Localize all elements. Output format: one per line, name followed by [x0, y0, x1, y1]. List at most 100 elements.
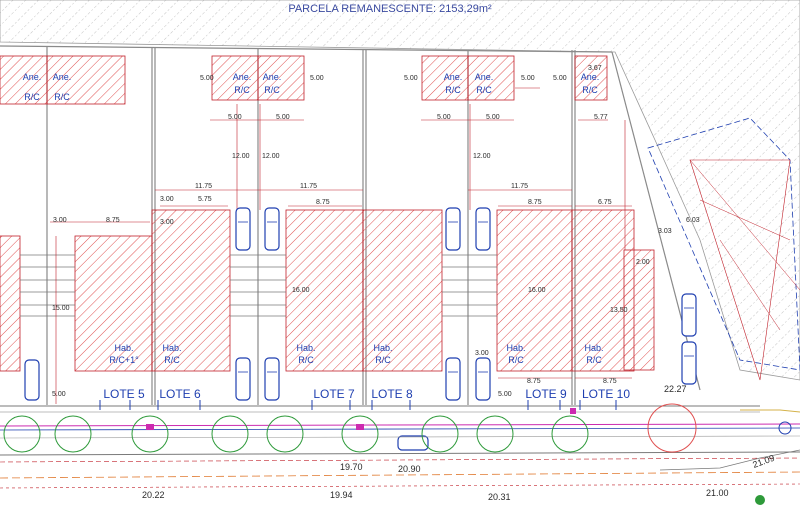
car-icon [264, 207, 280, 251]
dimension-lines [50, 87, 632, 404]
svg-text:15.00: 15.00 [52, 305, 70, 312]
svg-text:2.00: 2.00 [636, 259, 650, 266]
car-icon [681, 341, 697, 385]
svg-text:Hab.: Hab. [584, 343, 603, 353]
svg-text:R/C+1°: R/C+1° [109, 355, 139, 365]
car-icon [681, 293, 697, 337]
tree-icon [54, 415, 92, 453]
svg-text:R/C: R/C [582, 85, 598, 95]
car-icon [475, 207, 491, 251]
svg-text:5.77: 5.77 [594, 114, 608, 121]
car-icon [24, 359, 40, 401]
svg-text:8.75: 8.75 [528, 199, 542, 206]
car-icon [235, 357, 251, 401]
svg-text:20.22: 20.22 [142, 490, 165, 500]
svg-text:19.70: 19.70 [340, 462, 363, 472]
car-icon [264, 357, 280, 401]
svg-text:R/C: R/C [264, 85, 280, 95]
svg-text:5.00: 5.00 [553, 75, 567, 82]
svg-text:5.00: 5.00 [52, 391, 66, 398]
svg-text:R/C: R/C [164, 355, 180, 365]
svg-text:11.75: 11.75 [195, 183, 212, 190]
utility-boxes [146, 408, 576, 430]
svg-text:21.09: 21.09 [751, 453, 776, 470]
svg-text:3.00: 3.00 [53, 217, 67, 224]
tree-icon [3, 415, 41, 453]
parcel-title: PARCELA REMANESCENTE: 2153,29m² [288, 3, 492, 15]
svg-text:Hab.: Hab. [506, 343, 525, 353]
lot-label: LOTE 5 [103, 387, 145, 401]
tree-icon [476, 415, 514, 453]
svg-text:16.00: 16.00 [528, 287, 546, 294]
car-icon [445, 207, 461, 251]
house-labels: Hab. R/C+1° Hab. R/C Hab. R/C Hab. R/C H… [109, 343, 603, 365]
svg-text:12.00: 12.00 [262, 153, 280, 160]
svg-text:Ane.: Ane. [475, 72, 494, 82]
svg-text:8.75: 8.75 [603, 378, 617, 385]
svg-text:Ane.: Ane. [581, 72, 600, 82]
street-trees [3, 415, 589, 453]
lot-labels: LOTE 5 LOTE 6 LOTE 7 LOTE 8 LOTE 9 LOTE … [103, 387, 630, 401]
svg-text:Hab.: Hab. [162, 343, 181, 353]
svg-text:R/C: R/C [54, 92, 70, 102]
svg-text:12.00: 12.00 [473, 153, 491, 160]
svg-text:11.75: 11.75 [511, 183, 528, 190]
lot-label: LOTE 8 [371, 387, 413, 401]
svg-text:Hab.: Hab. [114, 343, 133, 353]
car-icon [475, 357, 491, 401]
svg-text:R/C: R/C [476, 85, 492, 95]
svg-text:Ane.: Ane. [53, 72, 72, 82]
svg-text:6.75: 6.75 [598, 199, 612, 206]
svg-text:22.27: 22.27 [664, 384, 687, 394]
svg-text:Hab.: Hab. [296, 343, 315, 353]
tree-icon [341, 415, 379, 453]
svg-text:3.00: 3.00 [160, 196, 174, 203]
svg-text:21.00: 21.00 [706, 488, 729, 498]
svg-text:R/C: R/C [508, 355, 524, 365]
svg-text:Ane.: Ane. [444, 72, 463, 82]
svg-text:5.00: 5.00 [498, 391, 512, 398]
driveway-lines [20, 254, 497, 317]
svg-text:8.75: 8.75 [106, 217, 120, 224]
svg-text:5.00: 5.00 [228, 114, 242, 121]
tree-icon [266, 415, 304, 453]
svg-text:5.00: 5.00 [437, 114, 451, 121]
svg-text:R/C: R/C [24, 92, 40, 102]
lot-label: LOTE 6 [159, 387, 201, 401]
tree-icon [551, 415, 589, 453]
adjacent-building-outline [689, 159, 791, 381]
street-band [0, 403, 800, 505]
svg-text:20.31: 20.31 [488, 492, 511, 502]
svg-text:5.00: 5.00 [486, 114, 500, 121]
svg-text:R/C: R/C [298, 355, 314, 365]
svg-text:8.75: 8.75 [316, 199, 330, 206]
car-icon [445, 357, 461, 401]
parked-cars [24, 207, 697, 451]
svg-text:19.94: 19.94 [330, 490, 353, 500]
lot-label: LOTE 7 [313, 387, 355, 401]
svg-text:6.03: 6.03 [686, 217, 700, 224]
svg-text:R/C: R/C [375, 355, 391, 365]
svg-text:11.75: 11.75 [300, 183, 317, 190]
svg-text:3.00: 3.00 [160, 219, 174, 226]
svg-text:Ane.: Ane. [263, 72, 282, 82]
dimension-text: 5.00 5.00 5.00 5.00 5.00 3.67 5.00 5.00 … [52, 65, 700, 398]
svg-text:Hab.: Hab. [373, 343, 392, 353]
svg-text:12.00: 12.00 [232, 153, 250, 160]
car-icon [397, 435, 429, 451]
svg-text:5.00: 5.00 [276, 114, 290, 121]
svg-text:Ane.: Ane. [23, 72, 42, 82]
svg-text:3.67: 3.67 [588, 65, 602, 72]
svg-text:R/C: R/C [234, 85, 250, 95]
parcela-remanescente: PARCELA REMANESCENTE: 2153,29m² [0, 0, 800, 381]
car-icon [235, 207, 251, 251]
svg-text:5.75: 5.75 [198, 196, 212, 203]
svg-text:20.90: 20.90 [398, 464, 421, 474]
svg-text:Ane.: Ane. [233, 72, 252, 82]
svg-text:16.00: 16.00 [292, 287, 310, 294]
svg-text:R/C: R/C [445, 85, 461, 95]
house-blocks [0, 209, 655, 372]
adjacent-parcel-outline [647, 117, 800, 371]
